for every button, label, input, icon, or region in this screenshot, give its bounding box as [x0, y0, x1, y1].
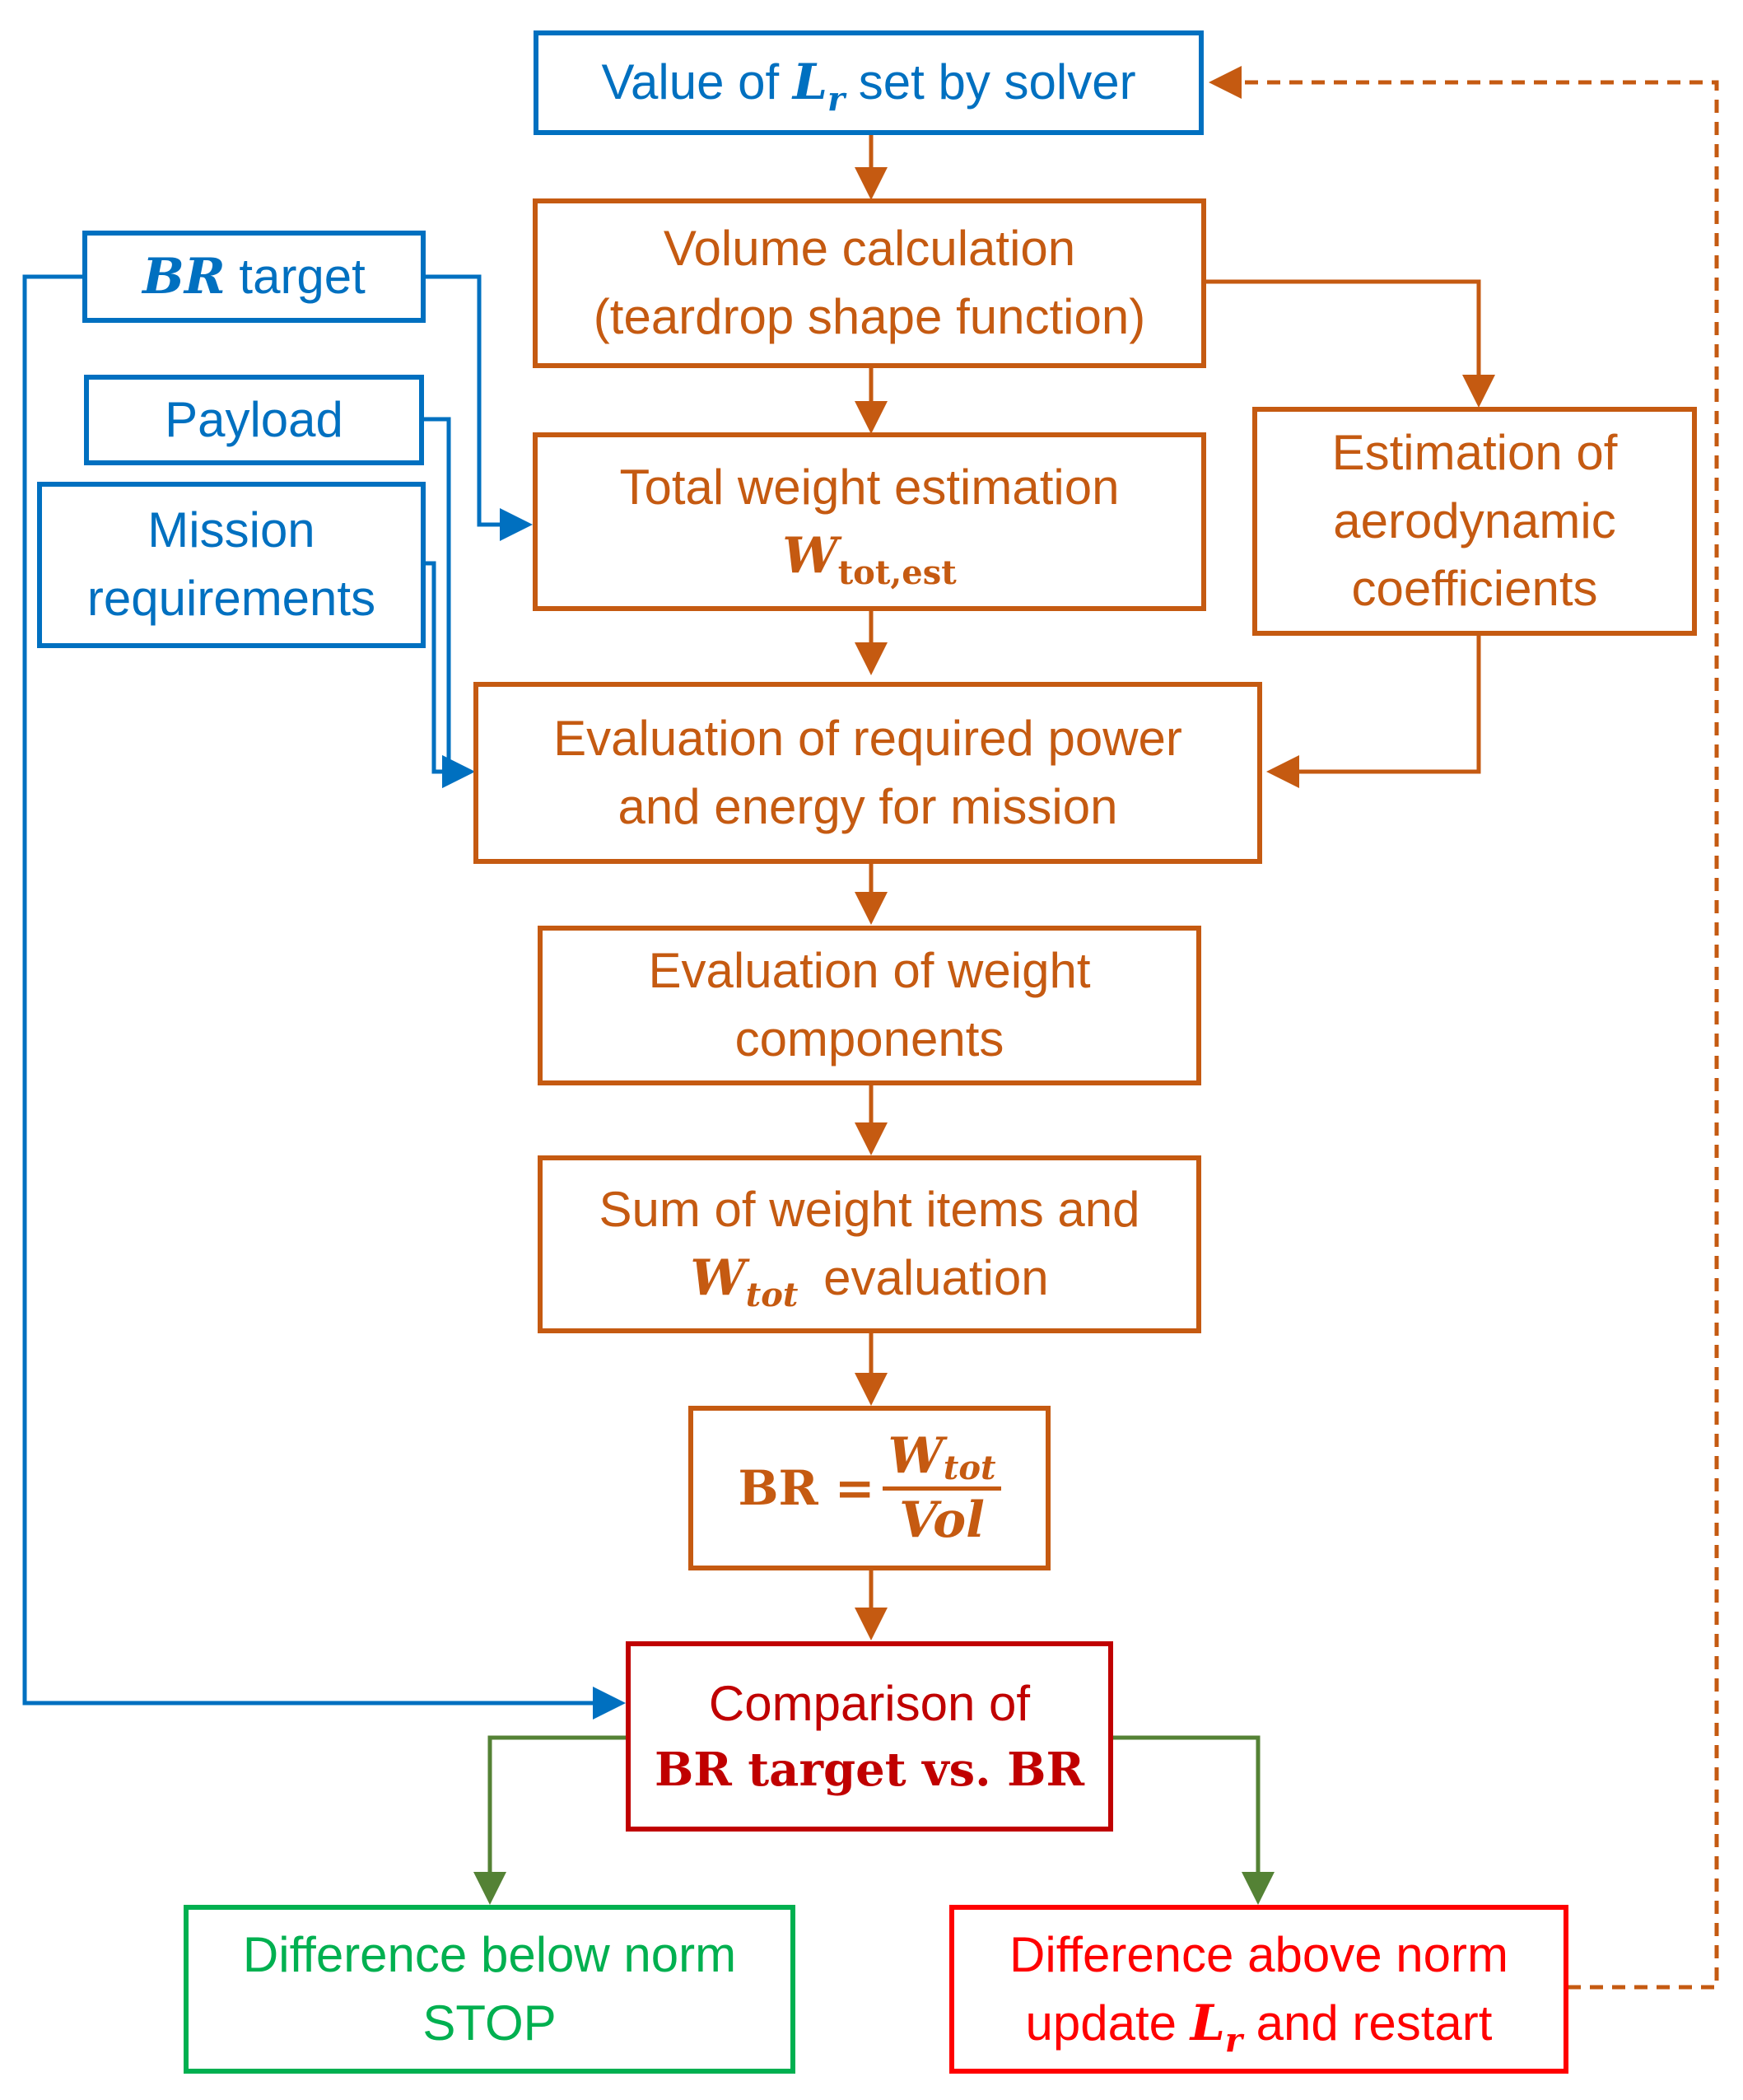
power-energy-box: Evaluation of required power and energy …	[473, 682, 1262, 864]
arrow-aero-to-power	[1266, 634, 1481, 788]
sum-line-1: Sum of weight items and	[599, 1182, 1140, 1238]
mission-line-2: requirements	[86, 571, 376, 626]
comparison-line-1: Comparison of	[708, 1676, 1031, 1732]
payload-label: Payload	[165, 391, 343, 447]
br-formula-fraction: Wtot Vol	[883, 1427, 1001, 1549]
mission-requirements-box: Mission requirements	[37, 482, 426, 648]
weight-est-symbol: Wtot,est	[782, 526, 957, 592]
br-symbol: BR	[142, 247, 226, 306]
aero-coefficients-box: Estimation of aerodynamic coefficients	[1252, 407, 1697, 636]
lr-symbol: L	[792, 54, 828, 112]
arrow-comparison-to-stop	[473, 1735, 626, 1905]
arrow-br-target-to-weight-est	[424, 274, 533, 541]
payload-box: Payload	[84, 375, 424, 465]
power-line-2: and energy for mission	[618, 778, 1118, 834]
br-target-label: BR target	[142, 247, 366, 306]
components-line-1: Evaluation of weight	[648, 943, 1091, 999]
arrow-mission-to-power	[424, 561, 475, 788]
stop-box: Difference below norm STOP	[184, 1905, 795, 2074]
restart-line-2: update Lr and restart	[1025, 1994, 1493, 2060]
arrow-payload-to-power	[422, 417, 475, 788]
weight-est-line-1: Total weight estimation	[619, 459, 1120, 515]
br-formula-numerator: Wtot	[883, 1427, 1001, 1491]
br-formula-box: BR = Wtot Vol	[688, 1406, 1051, 1570]
volume-line-2: (teardrop shape function)	[593, 289, 1146, 344]
aero-line-1: Estimation of	[1331, 424, 1618, 480]
restart-line-1: Difference above norm	[1009, 1926, 1508, 1982]
arrow-comparison-to-restart	[1113, 1735, 1275, 1905]
solver-label: Value of Lr set by solver	[601, 54, 1136, 119]
comparison-box: Comparison of BR target vs. BR	[626, 1641, 1113, 1832]
weight-components-box: Evaluation of weight components	[538, 926, 1201, 1085]
br-formula-denominator: Vol	[899, 1491, 985, 1549]
sum-line-2: Wtot evaluation	[690, 1249, 1049, 1314]
mission-line-1: Mission	[147, 502, 315, 558]
volume-calculation-box: Volume calculation (teardrop shape funct…	[533, 198, 1206, 368]
aero-line-2: aerodynamic	[1333, 492, 1616, 548]
stop-line-1: Difference below norm	[242, 1926, 737, 1982]
br-formula-lhs: BR =	[738, 1459, 875, 1516]
components-line-2: components	[734, 1011, 1004, 1066]
weight-sum-box: Sum of weight items and Wtot evaluation	[538, 1155, 1201, 1333]
comparison-line-2: BR target vs. BR	[654, 1743, 1085, 1798]
aero-line-3: coefficients	[1351, 561, 1598, 617]
br-target-box: BR target	[82, 231, 426, 323]
arrow-restart-feedback	[1209, 66, 1719, 1990]
arrow-br-target-to-comparison	[22, 274, 626, 1720]
stop-line-2: STOP	[422, 1995, 557, 2051]
volume-line-1: Volume calculation	[663, 221, 1076, 277]
solver-box: Value of Lr set by solver	[534, 30, 1204, 135]
weight-estimation-box: Total weight estimation Wtot,est	[533, 432, 1206, 611]
power-line-1: Evaluation of required power	[553, 710, 1182, 766]
arrow-volume-to-aero	[1205, 279, 1495, 408]
restart-box: Difference above norm update Lr and rest…	[949, 1905, 1568, 2074]
